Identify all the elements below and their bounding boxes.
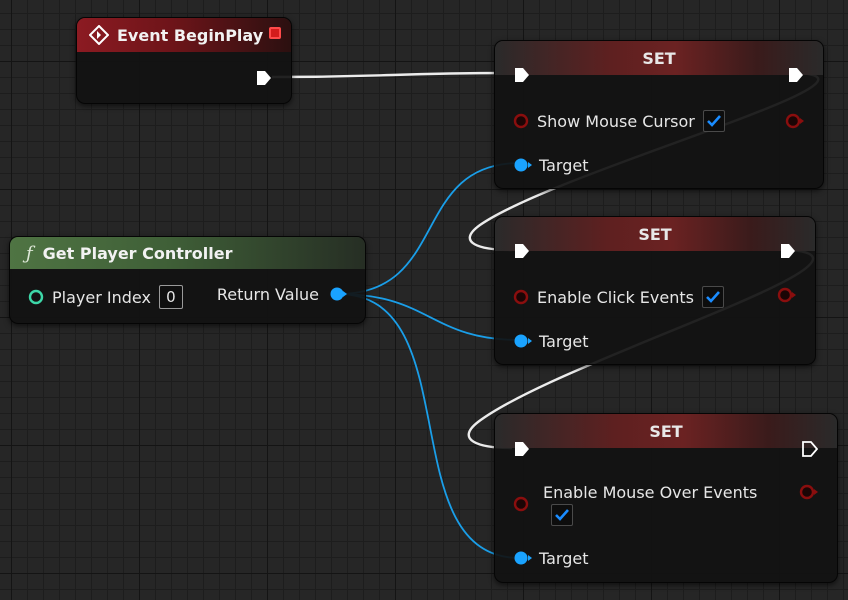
target-pin-icon[interactable] [513,333,533,349]
function-icon: ƒ [26,242,33,264]
player-index-label: Player Index [52,287,151,307]
exec-out-pin-icon[interactable] [787,66,805,84]
set-enable-click-events-node[interactable]: SET Enable Click Events [494,216,816,365]
set-node-3-header[interactable]: SET [495,414,837,448]
checkmark-icon [706,291,720,303]
player-index-row: Player Index 0 [28,285,183,309]
exec-out-pin-outline-icon[interactable] [801,440,819,458]
bool-out-pin-icon[interactable] [785,113,805,129]
bool-in-pin-icon[interactable] [513,496,529,512]
bool-in-pin-icon[interactable] [513,289,529,305]
exec-in-pin-icon[interactable] [513,440,531,458]
enable-mouse-over-events-row [513,492,529,516]
enable-mouse-over-events-checkbox[interactable] [551,504,573,526]
set-node-1-exec-in-row [513,63,531,87]
target-pin-icon[interactable] [513,550,533,566]
enable-mouse-over-events-checkbox-row [543,503,573,527]
player-index-input[interactable]: 0 [158,285,183,309]
set-show-mouse-cursor-node[interactable]: SET Show Mouse Cursor [494,40,824,189]
set-node-3-bool-out-row [799,480,819,504]
event-exec-out-row [255,66,273,90]
target-row-3: Target [513,546,589,570]
exec-out-pin-icon[interactable] [779,242,797,260]
enable-click-events-checkbox[interactable] [701,286,724,308]
checkmark-icon [555,509,569,521]
target-row-1: Target [513,153,589,177]
target-label: Target [539,548,589,568]
set-node-1-bool-out-row [785,109,805,133]
exec-in-pin-icon[interactable] [513,66,531,84]
set-node-3-exec-out-row [801,437,819,461]
event-beginplay-title: Event BeginPlay [117,25,264,45]
event-beginplay-node[interactable]: Event BeginPlay [76,17,292,104]
set-node-2-header[interactable]: SET [495,217,815,251]
stop-icon [269,27,281,39]
bool-out-pin-icon[interactable] [799,484,819,500]
bool-in-pin-icon[interactable] [513,113,529,129]
checkmark-icon [706,115,721,127]
set-node-1-header[interactable]: SET [495,41,823,75]
set-enable-mouse-over-events-node[interactable]: SET Enable Mouse Over Events [494,413,838,583]
exec-out-pin-icon[interactable] [255,69,273,87]
get-player-controller-node[interactable]: ƒ Get Player Controller Player Index 0 R… [9,236,366,324]
exec-in-pin-icon[interactable] [513,242,531,260]
return-value-label: Return Value [216,284,319,304]
show-mouse-cursor-label: Show Mouse Cursor [537,111,695,131]
target-pin-icon[interactable] [513,157,533,173]
set-node-3-title: SET [649,421,683,441]
return-value-row: Return Value [217,282,347,306]
bool-out-pin-icon[interactable] [777,287,797,303]
set-node-2-title: SET [638,224,672,244]
player-index-pin-icon[interactable] [28,289,44,305]
show-mouse-cursor-row: Show Mouse Cursor [513,109,725,133]
get-player-controller-title: Get Player Controller [42,243,233,263]
enable-click-events-label: Enable Click Events [537,287,694,307]
event-beginplay-header[interactable]: Event BeginPlay [77,18,291,52]
show-mouse-cursor-checkbox[interactable] [702,110,725,132]
exec-wire-begin-to-set1 [271,71,513,79]
target-label: Target [539,155,589,175]
set-node-3-exec-in-row [513,437,531,461]
return-value-pin-icon[interactable] [327,286,347,302]
event-diamond-icon [89,25,109,45]
enable-mouse-over-events-label: Enable Mouse Over Events [543,482,758,502]
set-node-2-bool-out-row [777,283,797,307]
set-node-2-exec-in-row [513,239,531,263]
data-wire-return-to-target3 [337,293,521,559]
set-node-1-exec-out-row [787,63,805,87]
enable-mouse-over-events-label-row: Enable Mouse Over Events [543,480,757,504]
enable-click-events-row: Enable Click Events [513,285,724,309]
get-player-controller-header[interactable]: ƒ Get Player Controller [10,237,365,269]
target-row-2: Target [513,329,589,353]
set-node-1-title: SET [642,48,676,68]
target-label: Target [539,331,589,351]
set-node-2-exec-out-row [779,239,797,263]
